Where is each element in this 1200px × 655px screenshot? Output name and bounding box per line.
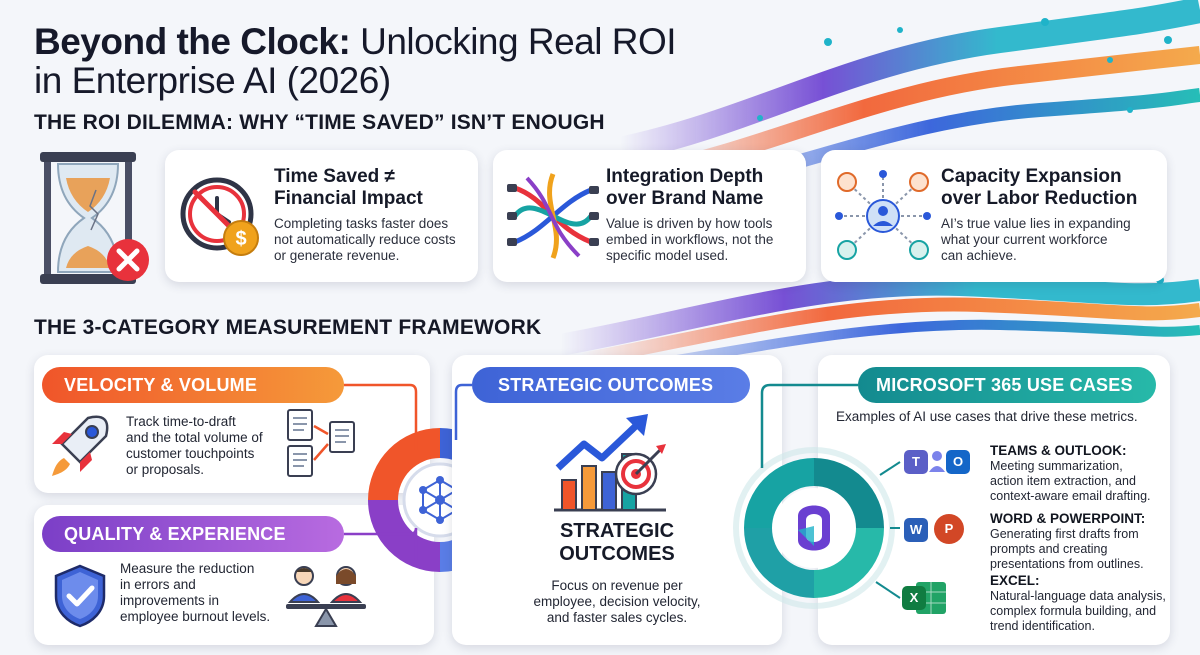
velocity-description: Track time-to-draft and the total volume… (126, 414, 263, 477)
m365-label: MICROSOFT 365 USE CASES (858, 367, 1156, 403)
m365-item-description: Natural-language data analysis, complex … (990, 589, 1166, 633)
title-line1-rest: Unlocking Real ROI (350, 21, 677, 62)
balanced-people-icon (286, 566, 366, 627)
title-line2: in Enterprise AI (2026) (34, 60, 391, 101)
quality-description: Measure the reduction in errors and impr… (120, 561, 271, 624)
word-icon: W (904, 518, 928, 542)
framework-heading: THE 3-CATEGORY MEASUREMENT FRAMEWORK (34, 316, 542, 339)
microsoft-365-logo-icon (733, 447, 895, 609)
documents-flow-icon (287, 409, 355, 477)
hourglass-icon (40, 152, 149, 284)
strategic-label: STRATEGIC OUTCOMES (472, 367, 750, 403)
dilemma-heading: THE ROI DILEMMA: WHY “TIME SAVED” ISN’T … (34, 111, 605, 134)
outlook-icon: O (946, 450, 970, 474)
dilemma-card-time-saved: $ Time Saved ≠ Financial Impact Completi… (165, 150, 478, 282)
dilemma-card-description: AI’s true value lies in expanding what y… (941, 216, 1131, 263)
quality-label: QUALITY & EXPERIENCE (42, 516, 344, 552)
team-network-icon (835, 170, 931, 260)
m365-item-description: Generating first drafts from prompts and… (990, 527, 1144, 571)
rocket-icon (52, 415, 109, 476)
clock-no-dollar-icon: $ (180, 177, 259, 256)
teams-icon: T (904, 450, 928, 474)
dilemma-card-integration: Integration Depth over Brand Name Value … (493, 150, 806, 282)
strategic-description: Focus on revenue per employee, decision … (533, 578, 701, 625)
tangled-cables-icon (507, 173, 599, 259)
dilemma-card-capacity: Capacity Expansion over Labor Reduction … (821, 150, 1167, 282)
dilemma-card-description: Value is driven by how tools embed in wo… (606, 216, 774, 263)
dilemma-card-title: Time Saved ≠ Financial Impact (274, 166, 423, 209)
m365-item-description: Meeting summarization, action item extra… (990, 459, 1151, 503)
dilemma-card-description: Completing tasks faster does not automat… (274, 216, 456, 263)
m365-item-head: TEAMS & OUTLOOK: (990, 443, 1127, 458)
velocity-label: VELOCITY & VOLUME (42, 367, 344, 403)
m365-intro: Examples of AI use cases that drive thes… (836, 409, 1138, 424)
excel-icon: X (902, 586, 926, 610)
m365-item-head: WORD & POWERPOINT: (990, 511, 1146, 526)
strategic-big-title: STRATEGIC OUTCOMES (559, 520, 675, 565)
growth-chart-target-icon (554, 414, 666, 512)
page-title: Beyond the Clock: Unlocking Real ROI in … (34, 22, 754, 100)
powerpoint-icon: P (934, 514, 964, 544)
dilemma-card-title: Integration Depth over Brand Name (606, 166, 764, 209)
teams-people-icon (929, 451, 945, 472)
title-line1-bold: Beyond the Clock: (34, 21, 351, 62)
shield-check-icon (54, 564, 106, 628)
dilemma-card-title: Capacity Expansion over Labor Reduction (941, 166, 1138, 209)
m365-item-head: EXCEL: (990, 573, 1040, 588)
svg-text:$: $ (235, 228, 246, 250)
